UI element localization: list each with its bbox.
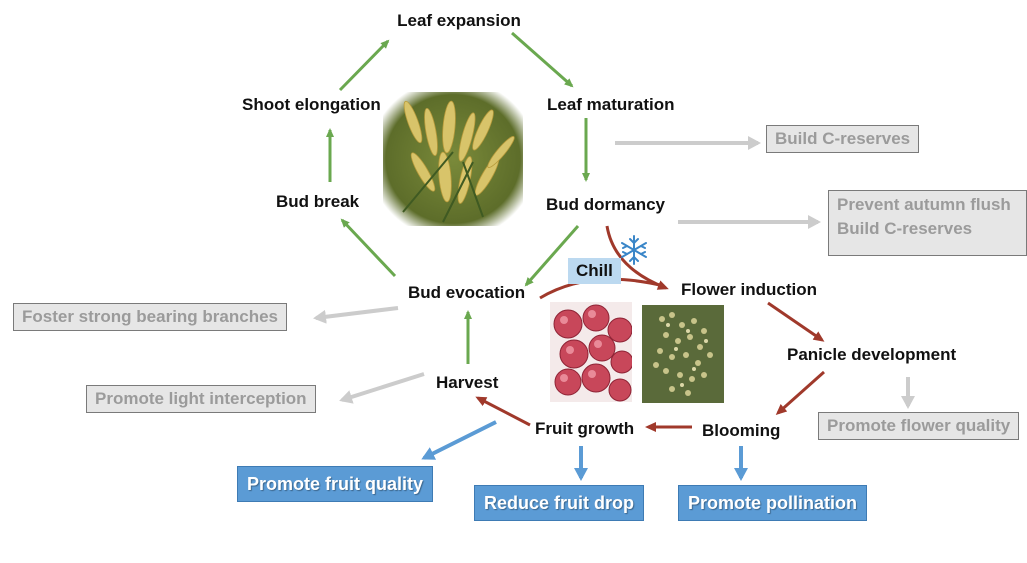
arrow-panicle-to-blooming (775, 370, 825, 415)
arrow-flower-to-panicle (767, 301, 825, 342)
stage-bud-evocation: Bud evocation (408, 283, 525, 302)
arrow-shoot-to-leafexp (338, 39, 390, 92)
arrow-dormancy-to-evocation (524, 225, 580, 287)
stage-flower-induction: Flower induction (681, 280, 817, 299)
stage-bud-break: Bud break (276, 192, 360, 211)
shoot-photo (383, 92, 523, 226)
arrow-to-light (339, 372, 425, 404)
stage-panicle-development: Panicle development (787, 345, 956, 364)
panicle-photo (642, 305, 724, 403)
chill-label: Chill (568, 258, 621, 284)
foster-branches-box: Foster strong bearing branches (13, 303, 287, 331)
arrow-to-fruit-quality (421, 420, 497, 460)
stage-harvest: Harvest (436, 373, 499, 392)
arrow-leafexp-to-leafmat (511, 31, 574, 88)
stage-shoot-elongation: Shoot elongation (242, 95, 381, 114)
fruit-quality-box: Promote fruit quality (237, 466, 434, 502)
stage-leaf-expansion: Leaf expansion (397, 11, 521, 30)
vegetative-arrows (326, 31, 590, 364)
arrow-evocation-to-budbreak (340, 218, 397, 278)
stage-fruit-growth: Fruit growth (535, 419, 634, 438)
lychee-fruit-photo (550, 302, 632, 402)
fruit-drop-box: Reduce fruit drop (474, 485, 645, 521)
arrow-fruit-to-harvest (475, 396, 531, 427)
stage-blooming: Blooming (702, 421, 780, 440)
pollination-box: Promote pollination (678, 485, 867, 521)
stage-bud-dormancy: Bud dormancy (546, 195, 666, 214)
build-c-reserves-box: Build C-reserves (766, 125, 920, 153)
arrow-to-foster (313, 306, 399, 324)
prevent-autumn-flush-box: Prevent autumn flush Build C-reserves (828, 190, 1027, 256)
snowflake-icon (618, 234, 650, 266)
prevent-autumn-flush-label: Prevent autumn flush (837, 195, 1011, 214)
build-c-reserves-label-2: Build C-reserves (837, 219, 973, 238)
management-arrows (313, 136, 915, 409)
light-interception-box: Promote light interception (86, 385, 316, 413)
outcome-arrows (421, 420, 748, 481)
flower-quality-box: Promote flower quality (818, 412, 1020, 440)
stage-leaf-maturation: Leaf maturation (547, 95, 675, 114)
